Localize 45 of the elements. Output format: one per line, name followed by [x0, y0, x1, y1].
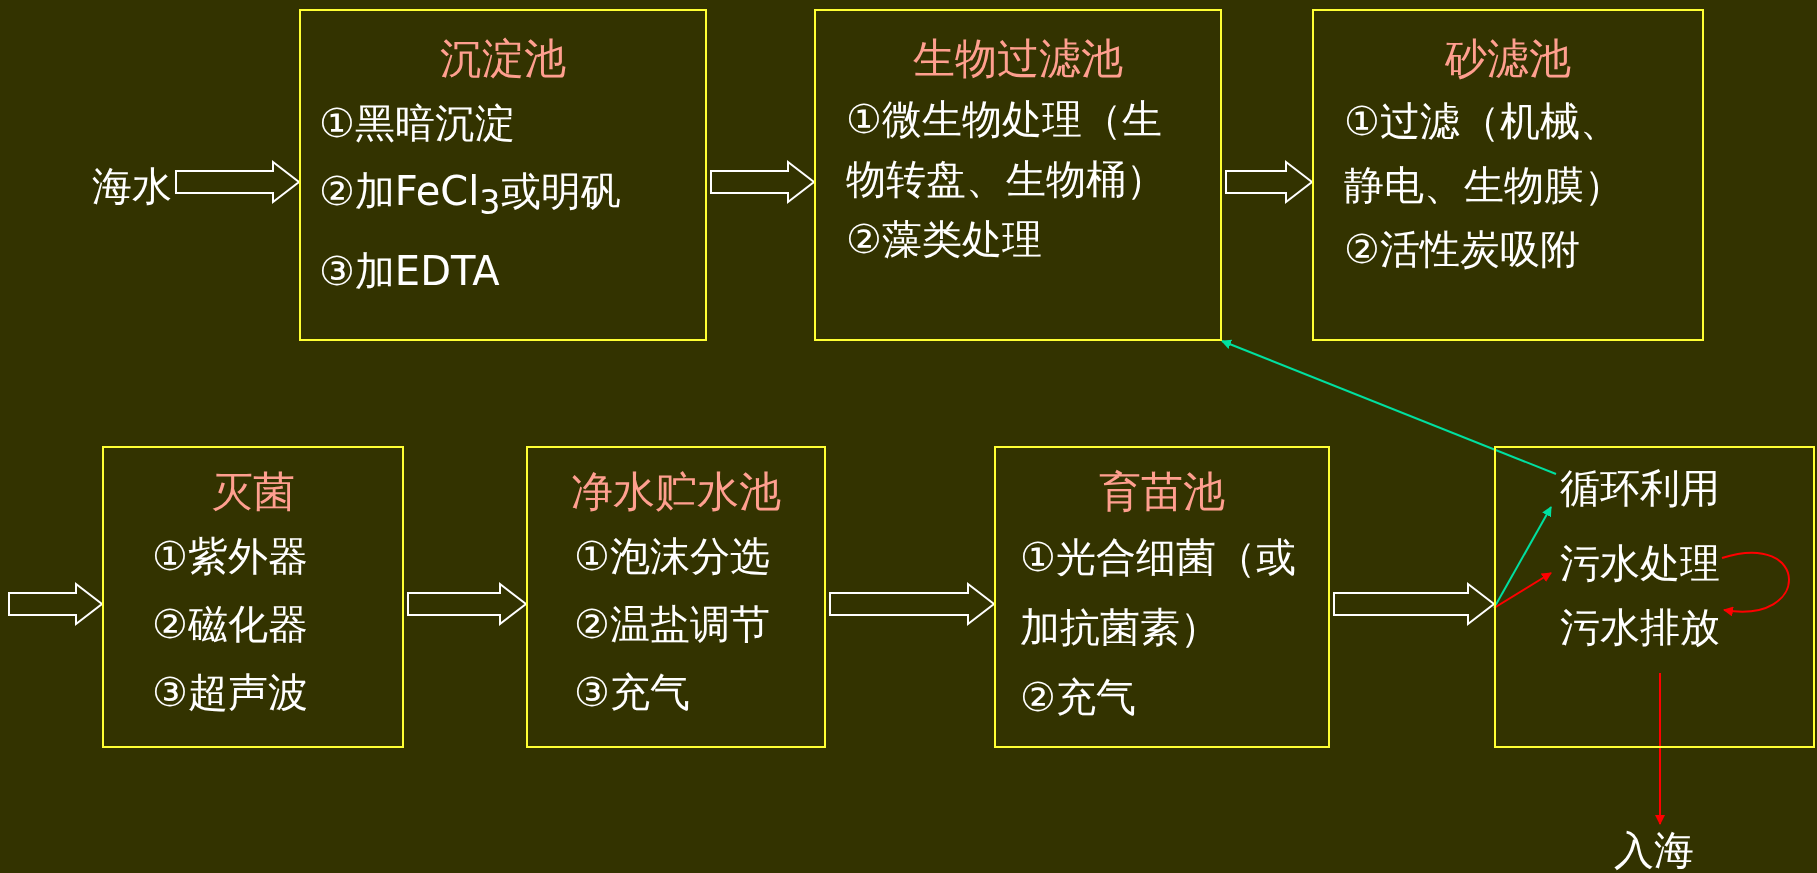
- box-text: ②藻类处理: [846, 215, 1043, 264]
- box-text: ②充气: [1020, 673, 1137, 722]
- box-text: ①紫外器: [152, 532, 309, 581]
- box-text: ①过滤（机械、静电、生物膜）: [1344, 97, 1625, 210]
- arrow: [1721, 552, 1790, 616]
- box-text: ③加EDTA: [319, 247, 501, 296]
- block-arrow: [1225, 159, 1314, 205]
- box-heading: 生物过滤池: [912, 33, 1124, 85]
- arrow: [1493, 506, 1552, 609]
- box-heading: 净水贮水池: [570, 466, 782, 518]
- block-arrow: [175, 159, 301, 205]
- box-text: ①黑暗沉淀: [319, 99, 516, 148]
- flow-label: 入海: [1614, 826, 1694, 873]
- box-heading: 沉淀池: [439, 33, 567, 85]
- box-text: ③超声波: [152, 668, 309, 717]
- box-text: ②加FeCl$_{3}$或明矾: [319, 167, 622, 224]
- block-arrow: [8, 581, 104, 627]
- block-arrow: [407, 581, 528, 627]
- arrow: [1221, 339, 1557, 475]
- box-text: ③充气: [574, 668, 691, 717]
- process-box: [526, 446, 826, 748]
- process-box: [994, 446, 1330, 748]
- block-arrow: [829, 581, 996, 627]
- box-text: ②温盐调节: [574, 600, 771, 649]
- box-text: ①泡沫分选: [574, 532, 771, 581]
- block-arrow: [710, 159, 816, 205]
- box-heading: 育苗池: [1098, 466, 1226, 518]
- process-box: [814, 9, 1222, 341]
- box-text: ①光合细菌（或加抗菌素）: [1020, 533, 1297, 652]
- option-text: 污水处理: [1560, 539, 1720, 587]
- box-text: ②活性炭吸附: [1344, 225, 1581, 274]
- block-arrow: [1333, 581, 1496, 627]
- process-box: [299, 9, 707, 341]
- flow-label: 海水: [92, 162, 172, 210]
- box-text: ②磁化器: [152, 600, 309, 649]
- process-box: [1312, 9, 1704, 341]
- process-box: [1494, 446, 1815, 748]
- arrow: [1655, 672, 1665, 825]
- process-box: [102, 446, 404, 748]
- box-heading: 砂滤池: [1444, 33, 1572, 85]
- box-heading: 灭菌: [210, 466, 296, 518]
- arrow: [1493, 572, 1552, 609]
- box-text: ①微生物处理（生物转盘、生物桶）: [846, 95, 1167, 204]
- option-text: 循环利用: [1560, 464, 1720, 512]
- option-text: 污水排放: [1560, 603, 1720, 651]
